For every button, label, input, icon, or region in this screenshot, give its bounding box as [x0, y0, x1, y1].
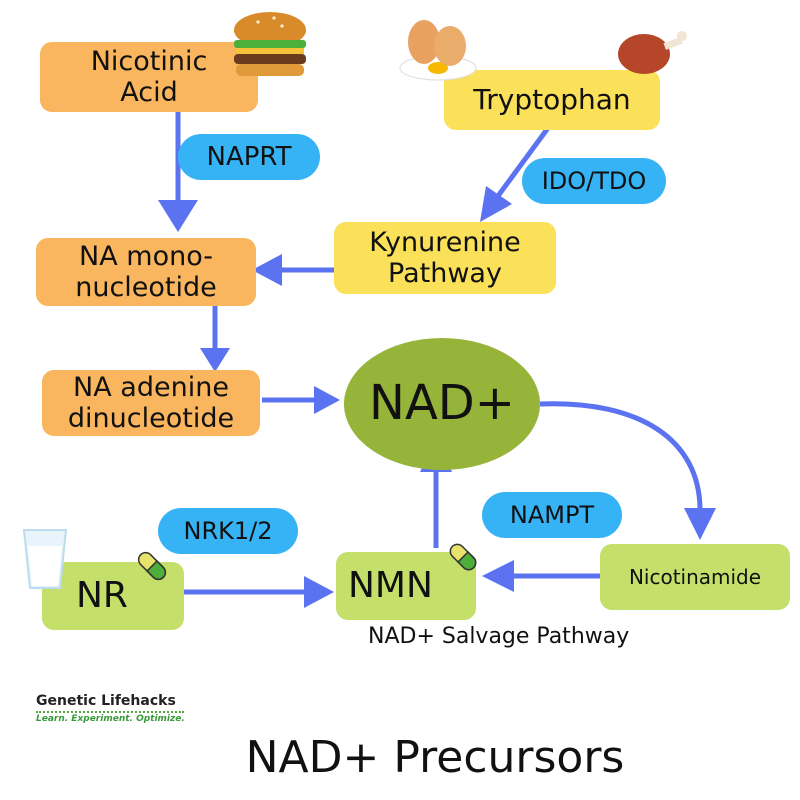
logo-divider: [36, 711, 184, 713]
salvage-pathway-label: NAD+ Salvage Pathway: [368, 624, 630, 649]
enzyme-nrk: NRK1/2: [158, 508, 298, 554]
enzyme-ido-tdo: IDO/TDO: [522, 158, 666, 204]
eggs-icon: [399, 20, 477, 81]
node-kynurenine-pathway: Kynurenine Pathway: [334, 222, 556, 294]
capsule-icon: [137, 551, 167, 581]
arrowhead: [158, 200, 198, 232]
logo-name: Genetic Lifehacks: [36, 693, 176, 709]
node-na-mononucleotide: NA mono- nucleotide: [36, 238, 256, 306]
node-nad-plus: NAD+: [344, 338, 540, 470]
node-nmn: NMN: [336, 552, 476, 620]
node-tryptophan: Tryptophan: [444, 70, 660, 130]
page-title: NAD+ Precursors: [245, 732, 625, 783]
milk-glass-icon: [22, 529, 68, 589]
node-nicotinic-acid: Nicotinic Acid: [40, 42, 258, 112]
burger-icon: [234, 12, 306, 76]
arrow-trp-to-kyn: [495, 126, 551, 198]
chicken-leg-icon: [618, 31, 687, 74]
node-na-adenine-dinucleotide: NA adenine dinucleotide: [42, 370, 260, 436]
enzyme-naprt: NAPRT: [178, 134, 320, 180]
arrow-nad-to-nam: [539, 401, 703, 511]
logo-tagline: Learn. Experiment. Optimize.: [36, 714, 185, 724]
capsule-icon: [449, 543, 477, 571]
node-nicotinamide: Nicotinamide: [600, 544, 790, 610]
enzyme-nampt: NAMPT: [482, 492, 622, 538]
